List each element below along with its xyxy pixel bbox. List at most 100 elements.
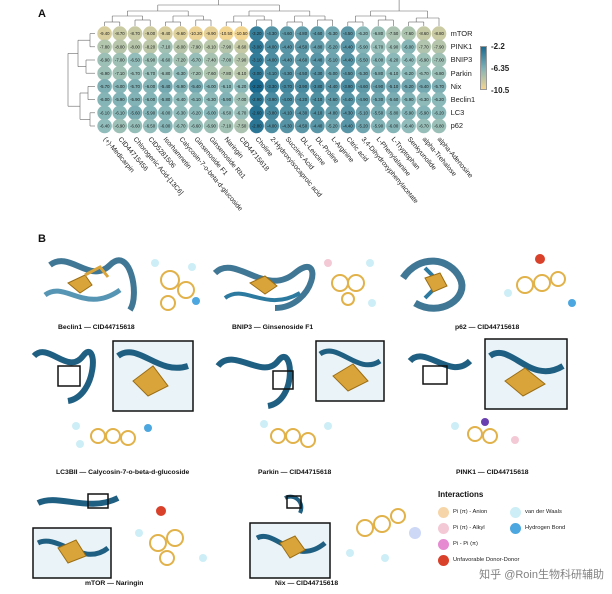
- heatmap-cell: [325, 65, 340, 81]
- protein-structure-icon: [31, 340, 194, 448]
- heatmap-cell-label: -6.90: [115, 124, 125, 129]
- heatmap-cell-label: -5.90: [145, 110, 155, 115]
- legend-label: van der Waals: [525, 509, 562, 515]
- protein-structure-icon: [215, 340, 385, 448]
- heatmap-cell: [279, 118, 295, 134]
- heatmap-cell: [370, 92, 386, 107]
- heatmap-cell-label: -4.30: [297, 110, 307, 115]
- heatmap-cell-label: -4.60: [282, 31, 292, 36]
- heatmap-cell: [97, 65, 112, 81]
- caption-lc3bii: LC3BII — Calycosin-7-o-beta-d-glucoside: [56, 469, 190, 476]
- heatmap-cell: [294, 105, 310, 121]
- legend-item: Pi - Pi (π): [438, 538, 478, 550]
- heatmap-cell: [127, 65, 143, 81]
- heatmap-cell: [355, 118, 371, 134]
- heatmap-cell: [158, 52, 173, 68]
- heatmap-cell-label: -7.50: [237, 124, 247, 129]
- heatmap-cell-label: -6.00: [161, 110, 171, 115]
- heatmap-cell: [416, 118, 432, 134]
- heatmap-cell: [310, 26, 325, 41]
- heatmap-cell: [127, 39, 143, 55]
- heatmap-cell: [203, 105, 219, 121]
- heatmap-cell-label: -6.80: [373, 31, 383, 36]
- heatmap-cell-label: -3.80: [313, 84, 323, 89]
- heatmap-cell-label: -3.20: [252, 31, 262, 36]
- heatmap-cell: [279, 92, 295, 107]
- heatmap-cell: [97, 79, 112, 94]
- heatmap-cell-label: -4.50: [343, 71, 353, 76]
- heatmap-cell: [355, 26, 371, 41]
- colorbar: [480, 46, 487, 90]
- heatmap-cell: [142, 65, 158, 81]
- heatmap-cell-label: -5.20: [328, 44, 338, 49]
- heatmap-cell: [188, 79, 204, 94]
- heatmap-cell: [279, 26, 295, 41]
- legend-item: Hydrogen Bond: [510, 522, 565, 534]
- heatmap-cell-label: -7.90: [191, 44, 201, 49]
- heatmap-cell-label: -4.90: [358, 97, 368, 102]
- heatmap-cell: [249, 39, 264, 55]
- heatmap-cell: [294, 92, 310, 107]
- caption-parkin: Parkin — CID44715618: [258, 469, 332, 476]
- heatmap-cell-label: -7.80: [100, 44, 110, 49]
- heatmap-cell: [416, 65, 432, 81]
- heatmap-cell: [386, 105, 401, 121]
- heatmap-cell-label: -5.90: [130, 97, 140, 102]
- heatmap-cell: [234, 105, 249, 121]
- heatmap-cell: [203, 79, 219, 94]
- heatmap-cell-label: -8.10: [206, 44, 216, 49]
- heatmap-cell-label: -6.90: [100, 71, 110, 76]
- heatmap-cell-label: -10.20: [190, 31, 203, 36]
- heatmap-cell: [279, 105, 295, 121]
- heatmap-cell-label: -6.00: [404, 44, 414, 49]
- heatmap-cell: [264, 118, 280, 134]
- heatmap-cell-label: -4.50: [297, 124, 307, 129]
- heatmap-cell: [279, 52, 295, 68]
- heatmap-cell: [127, 26, 143, 41]
- heatmap-cell-label: -4.50: [297, 71, 307, 76]
- legend-swatch: [438, 522, 449, 534]
- docking-p62: [395, 248, 590, 320]
- heatmap-cell-label: -8.10: [237, 71, 247, 76]
- heatmap-cell: [218, 79, 234, 94]
- legend-label: Pi (π) - Anion: [453, 509, 488, 515]
- heatmap-cell: [401, 65, 416, 81]
- heatmap-cell: [370, 39, 386, 55]
- heatmap-cell-label: -6.80: [161, 71, 171, 76]
- heatmap-cell: [325, 79, 340, 94]
- heatmap-cell-label: -3.70: [282, 84, 292, 89]
- row-label: PINK1: [450, 42, 473, 52]
- heatmap-cell: [294, 79, 310, 94]
- heatmap-cell-label: -6.50: [221, 110, 231, 115]
- heatmap-cell: [112, 79, 128, 94]
- heatmap-cell-label: -6.20: [434, 110, 444, 115]
- heatmap-cell: [401, 26, 416, 41]
- heatmap-cell-label: -5.10: [389, 84, 399, 89]
- heatmap-cell-label: -2.90: [252, 97, 262, 102]
- row-label: BNIP3: [450, 55, 473, 65]
- heatmap-cell-label: -5.40: [191, 84, 201, 89]
- heatmap-cell-label: -8.20: [145, 44, 155, 49]
- heatmap-cell: [279, 65, 295, 81]
- heatmap-cells: -9.40-8.70-8.70-9.00-9.40-9.60-10.20-9.9…: [97, 26, 447, 134]
- protein-structure-icon: [407, 338, 568, 444]
- docking-mtor: [28, 488, 228, 583]
- heatmap-cell-label: -7.90: [221, 44, 231, 49]
- heatmap-cell: [355, 65, 371, 81]
- heatmap-cell-label: -9.60: [176, 31, 186, 36]
- heatmap-cell: [340, 118, 356, 134]
- heatmap-cell: [173, 26, 188, 41]
- caption-mtor: mTOR — Naringin: [85, 580, 144, 587]
- heatmap-cell: [386, 52, 401, 68]
- heatmap-cell: [340, 26, 356, 41]
- heatmap-cell: [234, 65, 249, 81]
- heatmap-cell-label: -5.50: [358, 58, 368, 63]
- heatmap-cell: [355, 79, 371, 94]
- heatmap-cell: [203, 39, 219, 55]
- legend-item: Unfavorable Donor-Donor: [438, 554, 519, 566]
- heatmap-cell: [112, 118, 128, 134]
- heatmap-cell: [158, 79, 173, 94]
- heatmap-cell: [203, 65, 219, 81]
- heatmap-cell-label: -5.90: [373, 124, 383, 129]
- heatmap-cell: [386, 65, 401, 81]
